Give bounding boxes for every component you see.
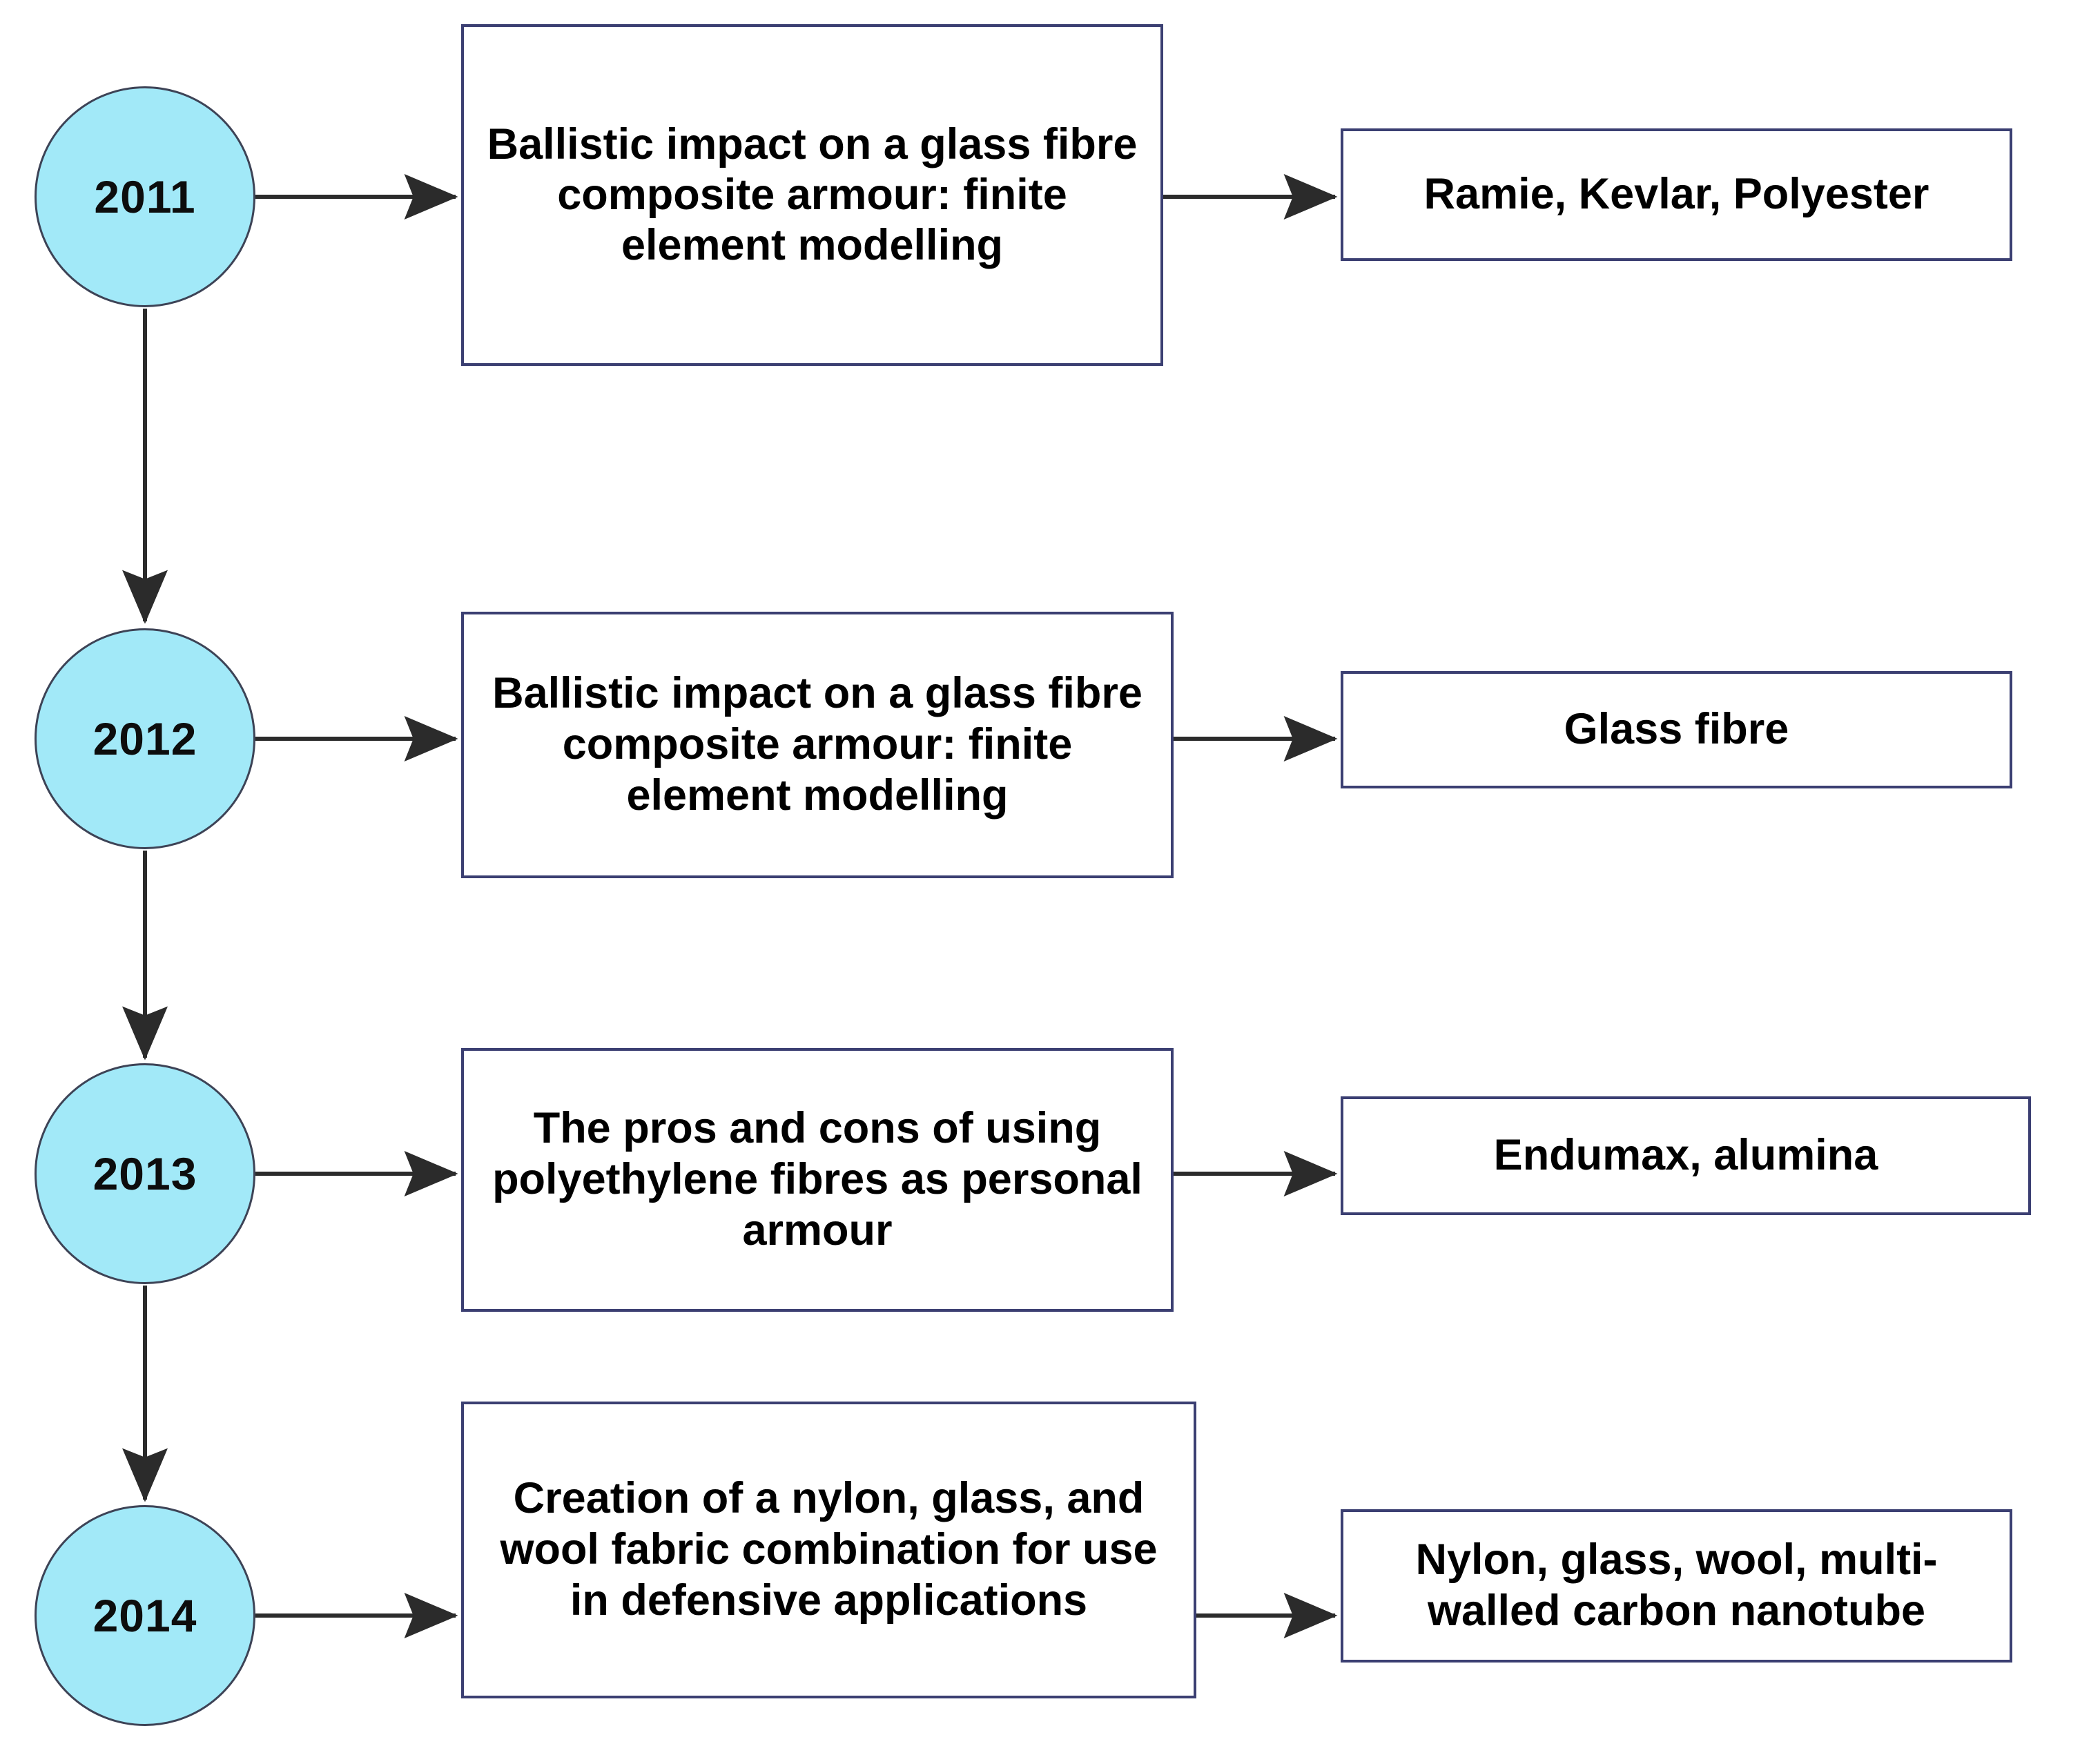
- year-label: 2014: [93, 1590, 197, 1641]
- study-title: The pros and cons of using polyethylene …: [492, 1104, 1143, 1254]
- study-title: Ballistic impact on a glass fibre compos…: [492, 669, 1143, 820]
- materials-box-2011[interactable]: Ramie, Kevlar, Polyester: [1341, 128, 2012, 261]
- materials-box-2014[interactable]: Nylon, glass, wool, multi-walled carbon …: [1341, 1509, 2012, 1663]
- study-box-2014[interactable]: Creation of a nylon, glass, and wool fab…: [461, 1402, 1196, 1698]
- materials-box-2012[interactable]: Glass fibre: [1341, 671, 2012, 788]
- year-label: 2012: [93, 713, 197, 764]
- materials-box-2013[interactable]: Endumax, alumina: [1341, 1096, 2031, 1215]
- year-label: 2011: [94, 171, 196, 222]
- year-node-2014[interactable]: 2014: [35, 1505, 255, 1726]
- year-node-2013[interactable]: 2013: [35, 1063, 255, 1284]
- materials-list: Glass fibre: [1564, 705, 1789, 754]
- year-label: 2013: [93, 1148, 197, 1199]
- materials-list: Ramie, Kevlar, Polyester: [1423, 170, 1929, 219]
- materials-list: Endumax, alumina: [1493, 1131, 1878, 1180]
- study-box-2012[interactable]: Ballistic impact on a glass fibre compos…: [461, 612, 1174, 878]
- study-box-2013[interactable]: The pros and cons of using polyethylene …: [461, 1048, 1174, 1312]
- study-title: Creation of a nylon, glass, and wool fab…: [500, 1474, 1158, 1625]
- study-box-2011[interactable]: Ballistic impact on a glass fibre compos…: [461, 24, 1163, 366]
- study-title: Ballistic impact on a glass fibre compos…: [487, 119, 1138, 270]
- materials-list: Nylon, glass, wool, multi-walled carbon …: [1415, 1535, 1938, 1635]
- year-node-2011[interactable]: 2011: [35, 86, 255, 307]
- year-node-2012[interactable]: 2012: [35, 628, 255, 849]
